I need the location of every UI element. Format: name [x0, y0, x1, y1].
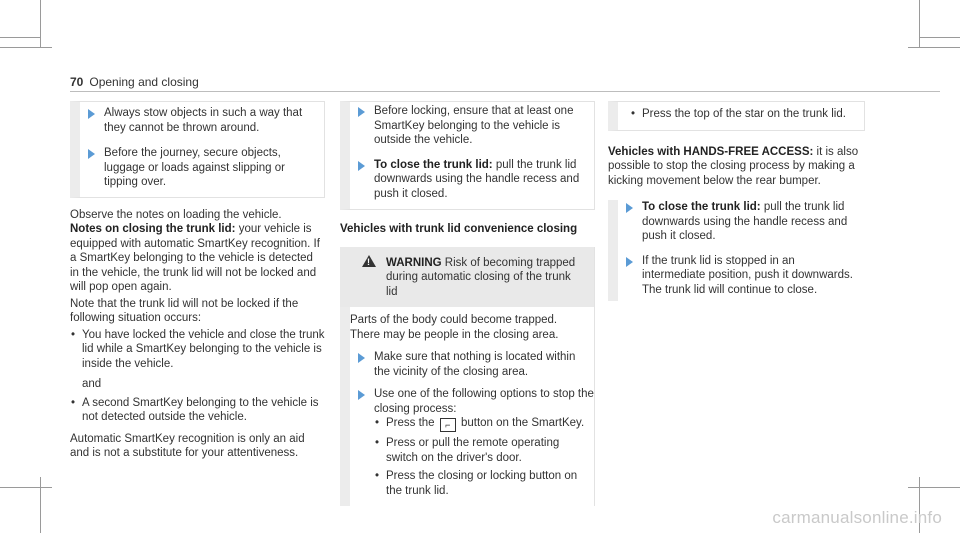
instruction-step: Before locking, ensure that at least one… — [350, 104, 586, 148]
crop-mark — [0, 47, 52, 48]
step-text: Before locking, ensure that at least one… — [374, 105, 574, 146]
intro-text: Observe the notes on loading the vehicle… — [70, 208, 282, 221]
crop-mark — [908, 47, 960, 48]
warning-header: ! WARNING Risk of becoming trapped durin… — [340, 246, 594, 307]
arrow-icon — [88, 149, 95, 159]
crop-mark — [0, 487, 52, 488]
and-text: and — [82, 378, 102, 390]
step-text: If the trunk lid is stopped in an interm… — [642, 254, 853, 282]
arrow-icon — [626, 203, 633, 213]
list-item: • Press the top of the star on the trunk… — [630, 107, 856, 122]
arrow-icon — [358, 160, 365, 171]
instruction-step: To close the trunk lid: pull the trunk l… — [618, 200, 857, 244]
arrow-icon — [88, 109, 95, 119]
column-3: • Press the top of the star on the trunk… — [608, 101, 865, 301]
notes-paragraph: Notes on closing the trunk lid: your veh… — [70, 222, 325, 295]
crop-mark — [0, 37, 40, 38]
close-text: pull the trunk lid downwards using the h… — [374, 158, 580, 200]
instruction-box: Always stow objects in such a way that t… — [70, 101, 325, 198]
step-text: To close the trunk lid: pull the trunk l… — [642, 200, 857, 244]
step-text: Use one of the following options to stop… — [374, 388, 594, 415]
page-number: 70 — [70, 75, 84, 89]
bullet-text: Press the top of the star on the trunk l… — [642, 108, 846, 120]
bullet-text: Press the closing or locking button on t… — [386, 470, 578, 497]
close-label: To close the trunk lid: — [642, 201, 761, 213]
list-item: • Press the closing or locking button on… — [374, 469, 594, 498]
arrow-icon — [358, 107, 365, 117]
crop-mark — [40, 0, 41, 48]
instruction-step: Make sure that nothing is located within… — [350, 350, 594, 379]
page-header: 70 Opening and closing — [70, 75, 199, 90]
list-item: • A second SmartKey belonging to the veh… — [70, 396, 325, 425]
list-item: • Press the ⌐ button on the SmartKey. — [374, 416, 594, 432]
notes-text: your vehicle is equipped with automatic … — [70, 223, 320, 293]
arrow-icon — [358, 353, 365, 363]
bullet-icon: • — [631, 108, 636, 120]
hands-free-text: it is also possible to stop the closing … — [608, 145, 859, 187]
step-text: Always stow objects in such a way that t… — [104, 107, 303, 134]
arrow-icon — [626, 256, 633, 267]
list-item: • You have locked the vehicle and close … — [70, 328, 325, 392]
crop-mark — [919, 477, 920, 533]
crop-mark — [920, 37, 960, 38]
bullet-text: A second SmartKey belonging to the vehic… — [82, 396, 319, 424]
instruction-step: To close the trunk lid: pull the trunk l… — [350, 158, 586, 202]
hands-free-title: Vehicles with HANDS-FREE ACCESS: — [608, 145, 814, 158]
instruction-step: Always stow objects in such a way that t… — [80, 106, 316, 135]
crop-mark — [919, 0, 920, 48]
note-text: Note that the trunk lid will not be lock… — [70, 297, 299, 325]
bullet-icon: • — [71, 328, 76, 341]
hands-free-paragraph: Vehicles with HANDS-FREE ACCESS: it is a… — [608, 145, 865, 189]
notes-title: Notes on closing the trunk lid: — [70, 223, 236, 235]
column-2: Before locking, ensure that at least one… — [340, 101, 595, 506]
bullet-text: You have locked the vehicle and close th… — [82, 328, 325, 370]
header-divider — [70, 91, 940, 92]
warning-title: Risk of becoming trapped during automati… — [386, 256, 576, 298]
close-text: pull the trunk lid downwards using the h… — [642, 201, 848, 242]
warning-label: WARNING — [386, 256, 442, 269]
warning-body: Parts of the body could become trapped. … — [350, 314, 559, 341]
press-text-after: button on the SmartKey. — [460, 417, 585, 429]
crop-mark — [40, 477, 41, 533]
instruction-step: Before the journey, secure objects, lugg… — [80, 146, 316, 190]
bullet-icon: • — [71, 396, 76, 409]
section-title: Opening and closing — [89, 75, 199, 89]
press-text: Press the — [386, 417, 435, 429]
instruction-box: To close the trunk lid: pull the trunk l… — [608, 200, 865, 301]
step-text: Before the journey, secure objects, lugg… — [104, 147, 285, 188]
closing-text: Automatic SmartKey recognition is only a… — [70, 432, 305, 460]
bullet-text: Press or pull the remote operating switc… — [386, 437, 560, 464]
bullet-text: Press the ⌐ button on the SmartKey. — [386, 416, 594, 432]
warning-icon — [362, 254, 376, 267]
instruction-box: Before locking, ensure that at least one… — [340, 101, 595, 210]
section-heading: Vehicles with trunk lid convenience clos… — [340, 223, 578, 235]
instruction-step: Use one of the following options to stop… — [350, 387, 594, 498]
close-label: To close the trunk lid: — [374, 158, 493, 171]
step-result-text: The trunk lid will continue to close. — [642, 283, 818, 296]
warning-exclamation-icon: ! — [367, 256, 370, 267]
step-text: Make sure that nothing is located within… — [374, 351, 576, 378]
list-item: • Press or pull the remote operating swi… — [374, 436, 594, 465]
arrow-icon — [358, 390, 365, 400]
trunk-key-icon: ⌐ — [439, 418, 456, 432]
watermark: carmanualsonline.info — [772, 507, 942, 527]
bullet-icon: • — [375, 470, 380, 482]
warning-box: ! WARNING Risk of becoming trapped durin… — [340, 246, 595, 506]
bullet-icon: • — [375, 417, 380, 429]
instruction-step: If the trunk lid is stopped in an interm… — [618, 254, 857, 298]
bullet-icon: • — [375, 437, 380, 449]
warning-continuation-box: • Press the top of the star on the trunk… — [608, 101, 865, 131]
step-text: To close the trunk lid: pull the trunk l… — [374, 158, 586, 202]
column-1: Always stow objects in such a way that t… — [70, 101, 325, 461]
crop-mark — [908, 487, 960, 488]
